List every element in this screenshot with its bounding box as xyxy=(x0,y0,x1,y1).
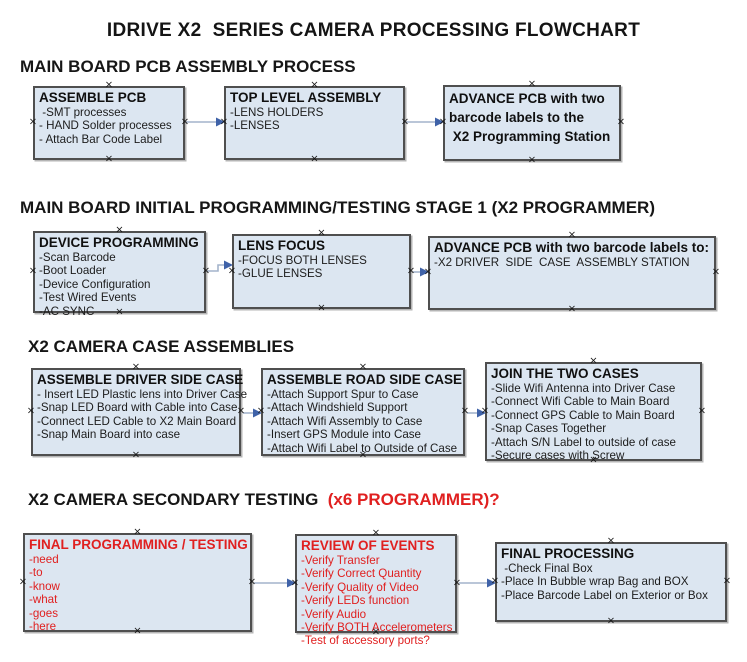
flow-box-item: -Attach Support Spur to Case xyxy=(267,388,419,401)
flow-box-title: ADVANCE PCB with two barcode labels to: xyxy=(434,240,710,255)
flow-box-item: -Scan Barcode xyxy=(39,251,116,264)
flow-box: ASSEMBLE ROAD SIDE CASE-Attach Support S… xyxy=(261,368,465,456)
flow-box-title: barcode labels to the xyxy=(449,110,585,125)
flow-box-item: -SMT processes xyxy=(39,106,127,119)
flow-box-item: -know xyxy=(29,579,60,593)
flow-box-item: -Place Barcode Label on Exterior or Box xyxy=(501,588,708,602)
section-heading: X2 CAMERA CASE ASSEMBLIES xyxy=(28,337,294,357)
section-heading-red-text: (x6 PROGRAMMER)? xyxy=(318,490,500,509)
flow-box-item: -Verify BOTH Accelerometers xyxy=(301,621,453,635)
flow-box: DEVICE PROGRAMMING-Scan Barcode-Boot Loa… xyxy=(33,231,206,318)
flow-box-title: FINAL PROCESSING xyxy=(501,546,635,561)
flow-box: ADVANCE PCB with two barcode labels to th… xyxy=(443,85,621,161)
flow-box-item: -Verify LEDs function xyxy=(301,594,410,608)
flow-box-item: -Check Final Box xyxy=(501,562,593,575)
flow-box-item: -GLUE LENSES xyxy=(238,267,323,281)
flow-box-title: REVIEW OF EVENTS xyxy=(301,538,435,553)
flow-box: JOIN THE TWO CASES-Slide Wifi Antenna in… xyxy=(485,362,702,463)
section-heading: MAIN BOARD INITIAL PROGRAMMING/TESTING S… xyxy=(20,198,655,218)
section-heading-text: X2 CAMERA CASE ASSEMBLIES xyxy=(28,337,295,356)
flow-box: ASSEMBLE PCB -SMT processes- HAND Solder… xyxy=(33,86,185,160)
flow-box-item: -Snap LED Board with Cable into Case xyxy=(37,401,238,415)
flow-box-item: -need xyxy=(29,553,59,566)
flow-box-title: ADVANCE PCB with two xyxy=(449,91,605,106)
flow-box: FINAL PROCESSING -Check Final Box-Place … xyxy=(495,542,727,622)
flow-box-item: -goes xyxy=(29,606,59,620)
section-heading-text: X2 CAMERA SECONDARY TESTING xyxy=(28,490,319,509)
flow-box-item: -Snap Cases Together xyxy=(491,422,607,436)
flow-box-item: -Place In Bubble wrap Bag and BOX xyxy=(501,575,689,589)
flow-box-item: -Verify Audio xyxy=(301,607,367,621)
flow-box-item: -to xyxy=(29,566,43,580)
flow-box-item: -Connect LED Cable to X2 Main Board xyxy=(37,414,237,428)
flow-box-item: - HAND Solder processes xyxy=(39,119,172,133)
flow-arrow xyxy=(207,260,233,272)
flow-box-item: -Verify Correct Quantity xyxy=(301,567,422,581)
flow-box-item: -Boot Loader xyxy=(39,264,107,278)
flow-box-title: TOP LEVEL ASSEMBLY xyxy=(230,90,382,105)
flow-box-item: -Connect Wifi Cable to Main Board xyxy=(491,395,670,409)
flow-box: REVIEW OF EVENTS-Verify Transfer-Verify … xyxy=(295,534,457,647)
flow-box-title: JOIN THE TWO CASES xyxy=(491,366,639,381)
flow-box-title: X2 Programming Station xyxy=(449,129,611,144)
flow-box-item: -Attach Windshield Support xyxy=(267,401,408,415)
flow-box-item: -Slide Wifi Antenna into Driver Case xyxy=(491,382,676,395)
flow-box-item: -Attach S/N Label to outside of case xyxy=(491,435,676,449)
flow-box-title: LENS FOCUS xyxy=(238,238,326,253)
flow-box-item: -Test Wired Events xyxy=(39,291,137,305)
flow-box-title: ASSEMBLE PCB xyxy=(39,90,147,105)
flow-box-item: -Test of accessory ports? xyxy=(301,634,430,648)
flow-box-title: ASSEMBLE DRIVER SIDE CASE xyxy=(37,372,244,387)
flow-box-title: FINAL PROGRAMMING / TESTING xyxy=(29,537,248,552)
section-heading: X2 CAMERA SECONDARY TESTING (x6 PROGRAMM… xyxy=(28,490,500,510)
flow-box: LENS FOCUS-FOCUS BOTH LENSES-GLUE LENSES xyxy=(232,234,411,309)
flow-box-title: ASSEMBLE ROAD SIDE CASE xyxy=(267,372,463,387)
flow-box-item: -Attach Wifi Assembly to Case xyxy=(267,414,423,428)
flow-box-item: -LENS HOLDERS xyxy=(230,106,324,119)
flow-box-item: -AC SYNC xyxy=(39,304,95,318)
flow-box-item: -Secure cases with Screw xyxy=(491,449,625,463)
flow-box-item: -Device Configuration xyxy=(39,277,151,291)
flow-box-item: -Connect GPS Cable to Main Board xyxy=(491,408,675,422)
flow-box-item: -Snap Main Board into case xyxy=(37,428,181,442)
flow-box: TOP LEVEL ASSEMBLY-LENS HOLDERS-LENSES xyxy=(224,86,405,160)
flow-box-item: -Insert GPS Module into Case xyxy=(267,428,422,442)
flow-box: ASSEMBLE DRIVER SIDE CASE- Insert LED Pl… xyxy=(31,368,248,456)
flow-box-item: -FOCUS BOTH LENSES xyxy=(238,254,367,267)
section-heading-text: MAIN BOARD PCB ASSEMBLY PROCESS xyxy=(20,57,356,76)
flow-box-item: - Attach Bar Code Label xyxy=(39,132,163,146)
flow-box-item: -Verify Transfer xyxy=(301,554,380,567)
flow-box-item: -what xyxy=(29,593,58,607)
flow-box-item: -X2 DRIVER SIDE CASE ASSEMBLY STATION xyxy=(434,256,690,269)
flow-box-item: -Attach Wifi Label to Outside of Case xyxy=(267,441,458,455)
flow-box-item: -Verify Quality of Video xyxy=(301,580,419,594)
flow-box-item: -here xyxy=(29,620,57,634)
section-heading-text: MAIN BOARD INITIAL PROGRAMMING/TESTING S… xyxy=(20,198,655,217)
page-title: IDRIVE X2 SERIES CAMERA PROCESSING FLOWC… xyxy=(106,20,641,41)
flow-box: ADVANCE PCB with two barcode labels to:-… xyxy=(428,236,716,310)
flow-box-title: DEVICE PROGRAMMING xyxy=(39,235,199,250)
flow-box: FINAL PROGRAMMING / TESTING-need-to-know… xyxy=(23,533,252,634)
flow-box-item: - Insert LED Plastic lens into Driver Ca… xyxy=(37,388,248,401)
flow-box-item: -LENSES xyxy=(230,119,280,133)
section-heading: MAIN BOARD PCB ASSEMBLY PROCESS xyxy=(20,57,356,77)
